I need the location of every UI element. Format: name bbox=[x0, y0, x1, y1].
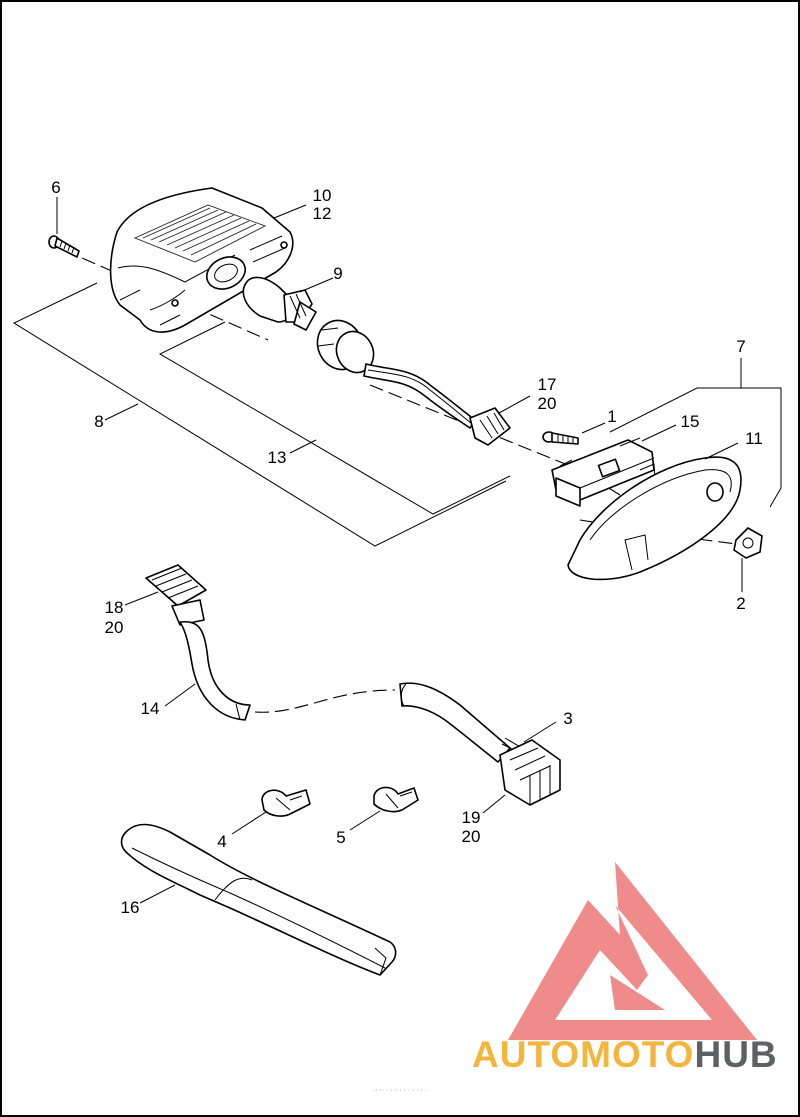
leader-9 bbox=[299, 277, 334, 293]
leader-15 bbox=[641, 424, 677, 442]
callout-19: 19 bbox=[462, 808, 481, 827]
callout-10: 10 bbox=[313, 186, 332, 205]
callout-7: 7 bbox=[736, 337, 745, 356]
leader-13 bbox=[289, 439, 317, 454]
leader-17 bbox=[498, 395, 531, 414]
harness-gap bbox=[254, 689, 396, 713]
callout-8: 8 bbox=[94, 412, 103, 431]
circuit-board-15 bbox=[551, 437, 656, 507]
bulb-socket-harness bbox=[316, 319, 511, 446]
clip-5 bbox=[373, 786, 419, 813]
leader-8 bbox=[104, 403, 139, 421]
logo-triangle-mark bbox=[508, 862, 757, 1040]
clip-4 bbox=[261, 789, 311, 817]
callout-6: 6 bbox=[51, 178, 60, 197]
automotohub-logo: AUTOMOTOHUB bbox=[472, 862, 778, 1075]
callout-12: 12 bbox=[313, 204, 332, 223]
callout-15: 15 bbox=[681, 412, 700, 431]
bracket-8 bbox=[12, 282, 507, 547]
callout-9: 9 bbox=[333, 264, 342, 283]
trim-strip-16 bbox=[120, 823, 397, 976]
harness-14 bbox=[145, 564, 561, 806]
bracket-7 bbox=[609, 387, 782, 508]
taillamp-housing bbox=[109, 187, 294, 333]
leader-lines bbox=[56, 197, 743, 904]
taillamp-lens-11 bbox=[567, 456, 742, 581]
logo-text-automoto: AUTOMOTO bbox=[472, 1034, 694, 1075]
screw-1 bbox=[542, 431, 579, 445]
callout-4: 4 bbox=[217, 832, 226, 851]
bulb-9 bbox=[242, 276, 317, 331]
callout-2: 2 bbox=[736, 594, 745, 613]
leader-5 bbox=[349, 810, 381, 831]
callout-20-socket: 20 bbox=[538, 394, 557, 413]
callout-5: 5 bbox=[336, 828, 345, 847]
leader-18 bbox=[124, 591, 159, 606]
screw-6 bbox=[48, 235, 80, 258]
callout-16: 16 bbox=[121, 898, 140, 917]
leader-19 bbox=[482, 794, 506, 814]
bracket-13 bbox=[158, 321, 511, 515]
leader-10 bbox=[273, 204, 307, 219]
logo-wordmark: AUTOMOTOHUB bbox=[472, 1034, 778, 1075]
callout-14: 14 bbox=[141, 699, 160, 718]
callout-20-harness: 20 bbox=[105, 618, 124, 637]
leader-11 bbox=[704, 442, 739, 460]
logo-text-hub: HUB bbox=[694, 1034, 777, 1075]
nut-2 bbox=[733, 527, 763, 559]
callout-3: 3 bbox=[563, 709, 572, 728]
leader-14 bbox=[164, 683, 196, 707]
callout-11: 11 bbox=[745, 429, 763, 448]
callout-13: 13 bbox=[268, 448, 287, 467]
callout-18: 18 bbox=[105, 598, 124, 617]
callout-17: 17 bbox=[538, 375, 557, 394]
callout-labels: 6 10 12 9 7 17 20 1 15 11 8 13 2 18 20 1… bbox=[51, 178, 763, 917]
footer-fine-print: ·· ·· · · ··· · · · · · · bbox=[373, 1087, 427, 1094]
callout-1: 1 bbox=[607, 407, 616, 426]
leader-1 bbox=[581, 422, 606, 434]
assembly-brackets bbox=[12, 282, 782, 547]
leader-4 bbox=[231, 811, 267, 835]
leader-3 bbox=[523, 721, 557, 743]
callout-20-connector: 20 bbox=[462, 827, 481, 846]
logo-inner-chevron bbox=[610, 975, 665, 1010]
leader-16 bbox=[139, 884, 176, 904]
